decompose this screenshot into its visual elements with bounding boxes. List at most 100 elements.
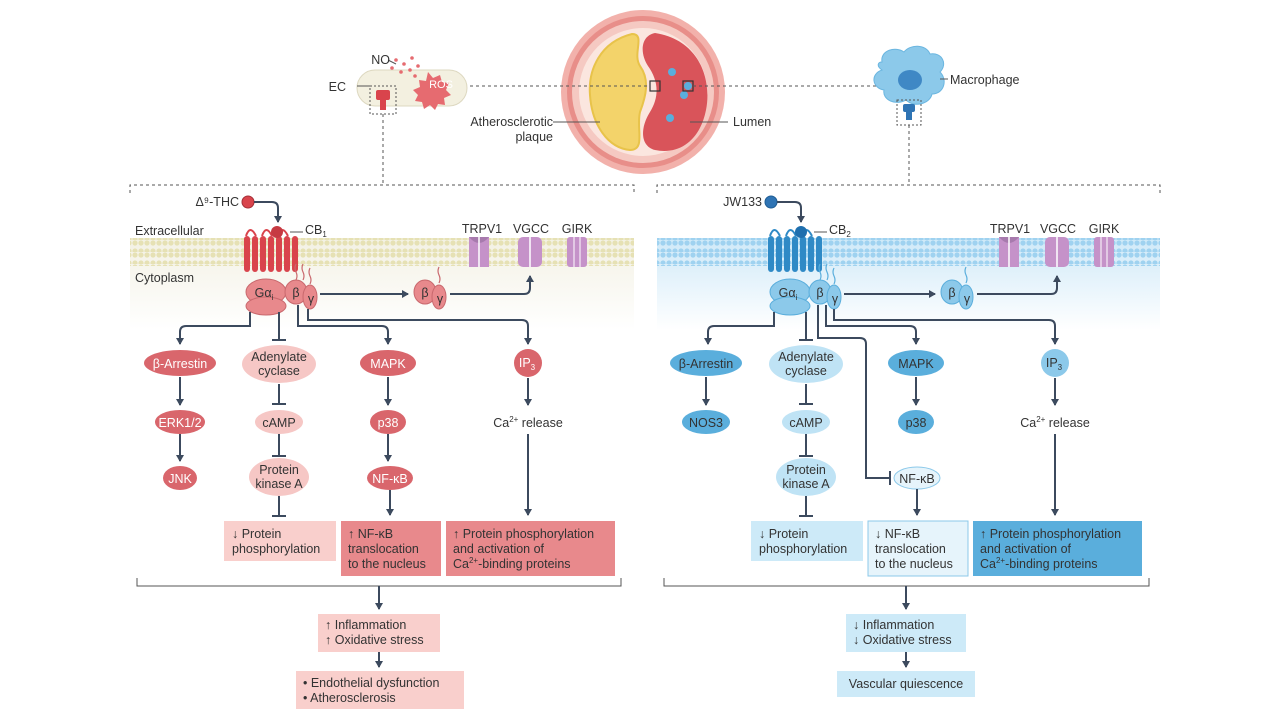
left-pka-label-1: Protein xyxy=(259,463,299,477)
right-g-beta-label: β xyxy=(816,286,823,300)
left-erk-node xyxy=(155,410,205,434)
left-ip3-node xyxy=(514,349,542,377)
right-outcome-2-l3: to the nucleus xyxy=(875,557,953,571)
channel-girk-right xyxy=(1094,237,1114,267)
thc-ligand-icon xyxy=(241,195,255,209)
right-barrestin-label: β-Arrestin xyxy=(679,357,733,371)
left-result-1-l2: ↑ Oxidative stress xyxy=(325,633,424,647)
right-ip3-node xyxy=(1041,349,1069,377)
lumen-label: Lumen xyxy=(733,115,771,129)
right-result-2 xyxy=(837,671,975,697)
left-result-2 xyxy=(296,671,464,709)
right-vgcc-label: VGCC xyxy=(1040,222,1076,236)
plaque-label-1: Atherosclerotic xyxy=(470,115,553,129)
right-p38-node xyxy=(898,410,934,434)
left-arrow-ip3 xyxy=(307,309,532,345)
thc-arrow xyxy=(254,201,282,223)
right-camp-node xyxy=(782,410,830,434)
left-camp-label: cAMP xyxy=(262,416,295,430)
right-mapk-label: MAPK xyxy=(898,357,934,371)
right-pka-label-2: kinase A xyxy=(782,477,830,491)
left-bracket xyxy=(136,578,622,587)
right-inhibit-nfkb xyxy=(817,305,890,479)
left-nfkb-node xyxy=(367,466,413,490)
left-pka-node xyxy=(249,458,309,496)
right-trpv1-label: TRPV1 xyxy=(990,222,1030,236)
left-result-2-l1: • Endothelial dysfunction xyxy=(303,676,439,690)
endothelial-cell: ROS xyxy=(356,56,468,115)
left-trpv1-label: TRPV1 xyxy=(462,222,502,236)
right-outcome-2-l1: ↓ NF-κB xyxy=(875,527,920,541)
left-outcome-1 xyxy=(224,521,336,561)
jw133-label: JW133 xyxy=(723,195,762,209)
right-pka-label-1: Protein xyxy=(786,463,826,477)
left-camp-node xyxy=(255,410,303,434)
left-mapk-label: MAPK xyxy=(370,357,406,371)
right-result-1 xyxy=(846,614,966,652)
channel-trpv1 xyxy=(469,237,489,267)
left-adenylate-node xyxy=(242,345,316,383)
left-nfkb-label: NF-κB xyxy=(372,472,407,486)
left-p38-node xyxy=(370,410,406,434)
left-membrane xyxy=(130,238,634,266)
left-jnk-label: JNK xyxy=(168,472,192,486)
left-jnk-node xyxy=(163,466,197,490)
right-outcome-1-l1: ↓ Protein xyxy=(759,527,808,541)
left-outcome-3 xyxy=(446,521,615,576)
right-outcome-3-l1: ↑ Protein phosphorylation xyxy=(980,527,1121,541)
left-girk-label: GIRK xyxy=(562,222,593,236)
cb2-label: CB2 xyxy=(829,223,851,239)
no-label: NO xyxy=(371,53,390,67)
left-barrestin-node xyxy=(144,350,216,376)
left-mapk-node xyxy=(360,350,416,376)
right-outcome-2 xyxy=(867,520,969,577)
right-arrow-mapk xyxy=(825,305,920,345)
left-outcome-1-l2: phosphorylation xyxy=(232,542,320,556)
jw133-arrow xyxy=(777,201,805,223)
left-vgcc-label: VGCC xyxy=(513,222,549,236)
right-nos3-label: NOS3 xyxy=(689,416,723,430)
right-membrane xyxy=(657,238,1160,266)
no-leader xyxy=(387,59,397,65)
left-ca-release: Ca2+ release xyxy=(493,415,563,430)
right-adenylate-node xyxy=(769,345,843,383)
left-adenylate-label-1: Adenylate xyxy=(251,350,307,364)
right-camp-label: cAMP xyxy=(789,416,822,430)
zoom-bracket-left xyxy=(129,184,635,193)
left-ip3-label: IP3 xyxy=(519,356,536,372)
ros-label: ROS xyxy=(429,79,453,91)
right-nfkb-label: NF-κB xyxy=(899,472,934,486)
thc-label: Δ⁹-THC xyxy=(195,195,239,209)
right-arrow-barrestin xyxy=(704,312,775,345)
left-g-gamma xyxy=(302,284,318,310)
left-outcome-3-l3: Ca2+-binding proteins xyxy=(453,556,571,571)
left-result-2-l2: • Atherosclerosis xyxy=(303,691,396,705)
right-mapk-node xyxy=(888,350,944,376)
zoom-bracket-right xyxy=(656,184,1161,193)
right-free-gamma-label: γ xyxy=(964,292,971,306)
left-pka-label-2: kinase A xyxy=(255,477,303,491)
left-barrestin-label: β-Arrestin xyxy=(153,357,207,371)
right-arrow-to-vgcc xyxy=(977,275,1061,295)
macrophage-label: Macrophage xyxy=(950,73,1020,87)
left-arrow-barrestin xyxy=(176,312,251,345)
right-bracket xyxy=(663,578,1150,587)
left-g-beta-label: β xyxy=(292,286,299,300)
right-outcome-3 xyxy=(973,521,1142,576)
right-result-1-l2: ↓ Oxidative stress xyxy=(853,633,952,647)
cb1-receptor xyxy=(244,226,298,272)
right-result-2-label: Vascular quiescence xyxy=(849,677,963,691)
right-outcome-1 xyxy=(751,521,863,561)
jw133-ligand-icon xyxy=(764,195,778,209)
right-arrow-ip3 xyxy=(833,309,1059,345)
left-outcome-2-l1: ↑ NF-κB xyxy=(348,527,393,541)
right-outcome-2-l2: translocation xyxy=(875,542,946,556)
left-outcome-2-l2: translocation xyxy=(348,542,419,556)
left-free-gamma-label: γ xyxy=(437,292,444,306)
channel-girk xyxy=(567,237,587,267)
left-p38-label: p38 xyxy=(378,416,399,430)
left-g-gamma-label: γ xyxy=(308,292,315,306)
left-arrow-mapk xyxy=(297,305,392,345)
right-adenylate-label-2: cyclase xyxy=(785,364,827,378)
